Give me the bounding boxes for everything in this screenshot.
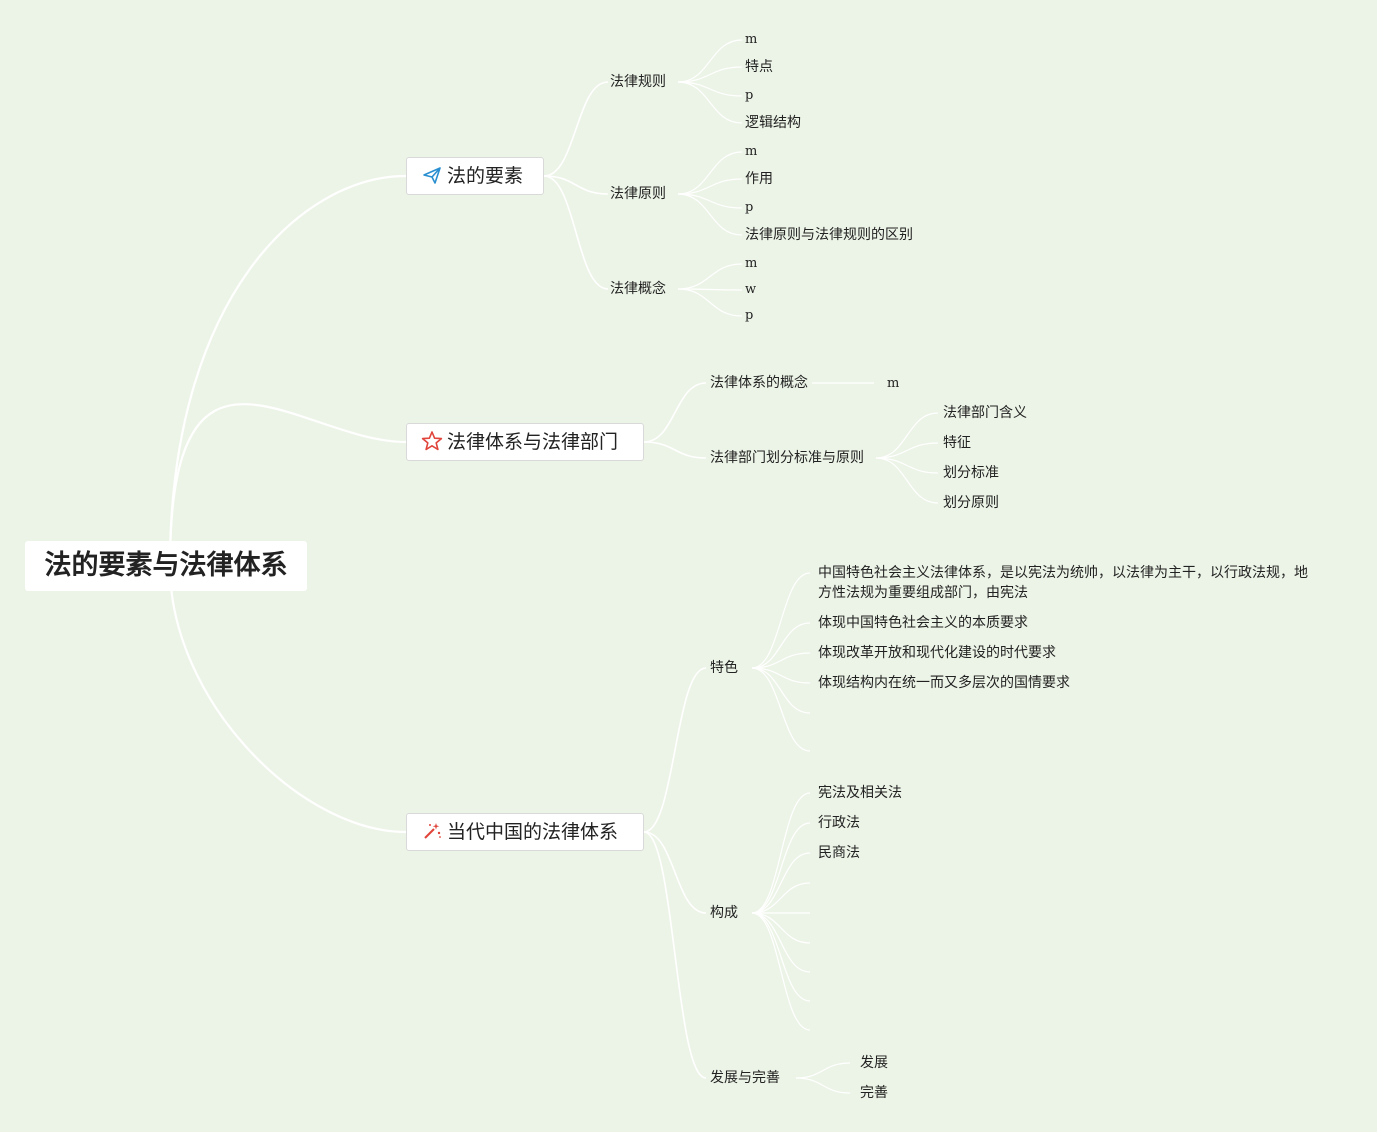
connector-line (677, 81, 743, 97)
connector-line (643, 831, 707, 914)
topic-elements[interactable]: 法的要素 (406, 157, 544, 195)
connector-line (677, 288, 743, 317)
connector-line (677, 288, 743, 291)
connector-line (751, 912, 811, 1002)
topic-china[interactable]: 当代中国的法律体系 (406, 813, 644, 851)
connector-line (875, 442, 939, 459)
connector-line (875, 412, 939, 459)
connector-line (643, 667, 707, 833)
subtopic-system-concept[interactable]: 法律体系的概念 (710, 375, 808, 391)
paper-plane-icon (421, 162, 443, 184)
connector-line (795, 1062, 851, 1079)
connector-line (677, 151, 743, 195)
leaf-item[interactable]: 中国特色社会主义法律体系，是以宪法为统帅，以法律为主干，以行政法规，地方性法规为… (818, 565, 1308, 601)
leaf-item[interactable]: 行政法 (818, 815, 860, 831)
connector-line (543, 175, 609, 290)
leaf-item[interactable]: 体现结构内在统一而又多层次的国情要求 (818, 675, 1070, 691)
leaf-item[interactable]: m (887, 376, 900, 391)
connector-line (751, 792, 811, 914)
connector-line (751, 912, 811, 973)
leaf-item[interactable]: 作用 (745, 171, 773, 187)
connector-line (751, 622, 811, 669)
connector-line (677, 81, 743, 124)
connector-line (677, 193, 743, 236)
leaf-item[interactable]: w (745, 282, 757, 297)
connector-line (751, 667, 811, 752)
connector-line (643, 441, 707, 459)
topic-system[interactable]: 法律体系与法律部门 (406, 423, 644, 461)
subtopic-composition[interactable]: 构成 (710, 905, 738, 921)
leaf-item[interactable]: 逻辑结构 (745, 115, 801, 131)
connector-line (751, 912, 811, 1031)
leaf-item[interactable]: 划分原则 (943, 495, 999, 511)
connector-line (875, 457, 939, 474)
leaf-item[interactable]: m (745, 144, 758, 159)
magic-wand-icon (421, 818, 443, 840)
connector-line (677, 39, 743, 83)
leaf-item[interactable]: 民商法 (818, 845, 860, 861)
connector-line (875, 457, 939, 504)
leaf-item[interactable]: 发展 (860, 1055, 888, 1071)
connector-line (795, 1077, 851, 1094)
connector-line (677, 66, 743, 83)
subtopic-division[interactable]: 法律部门划分标准与原则 (710, 450, 864, 466)
connector-line (168, 403, 407, 567)
connector-line (751, 667, 811, 684)
connector-line (643, 382, 707, 443)
connector-line (677, 178, 743, 195)
root-topic[interactable]: 法的要素与法律体系 (25, 541, 307, 591)
connector-line (751, 852, 811, 914)
subtopic-features[interactable]: 特色 (710, 660, 738, 676)
connector-line (543, 81, 609, 177)
leaf-item[interactable]: 特征 (943, 435, 971, 451)
leaf-item[interactable]: p (745, 200, 754, 215)
leaf-item[interactable]: 法律原则与法律规则的区别 (745, 227, 913, 243)
connector-line (677, 193, 743, 209)
star-icon (421, 428, 443, 451)
leaf-item[interactable]: m (745, 32, 758, 47)
subtopic-concepts[interactable]: 法律概念 (610, 281, 666, 297)
leaf-item[interactable]: 特点 (745, 59, 773, 75)
connector-line (643, 831, 707, 1079)
connector-line (677, 263, 743, 290)
subtopic-principles[interactable]: 法律原则 (610, 186, 666, 202)
connector-line (751, 822, 811, 914)
topic-elements-title: 法的要素 (447, 165, 524, 187)
connector-line (751, 652, 811, 669)
leaf-item[interactable]: p (745, 308, 754, 323)
leaf-item[interactable]: 体现中国特色社会主义的本质要求 (818, 615, 1028, 631)
leaf-item[interactable]: 体现改革开放和现代化建设的时代要求 (818, 645, 1056, 661)
leaf-item[interactable]: m (745, 256, 758, 271)
leaf-item[interactable]: 宪法及相关法 (818, 785, 902, 801)
leaf-item[interactable]: p (745, 88, 754, 103)
connector-line (751, 882, 811, 914)
topic-china-title: 当代中国的法律体系 (447, 821, 619, 843)
leaf-item[interactable]: 划分标准 (943, 465, 999, 481)
connector-line (751, 572, 811, 669)
leaf-item[interactable]: 完善 (860, 1085, 888, 1101)
connector-line (751, 667, 811, 714)
connector-line (168, 174, 407, 567)
topic-system-title: 法律体系与法律部门 (447, 431, 619, 453)
subtopic-rules[interactable]: 法律规则 (610, 74, 666, 90)
connector-line (168, 565, 407, 834)
leaf-item[interactable]: 法律部门含义 (943, 405, 1027, 421)
connector-line (543, 175, 609, 195)
subtopic-development[interactable]: 发展与完善 (710, 1070, 780, 1086)
connector-line (751, 912, 811, 944)
